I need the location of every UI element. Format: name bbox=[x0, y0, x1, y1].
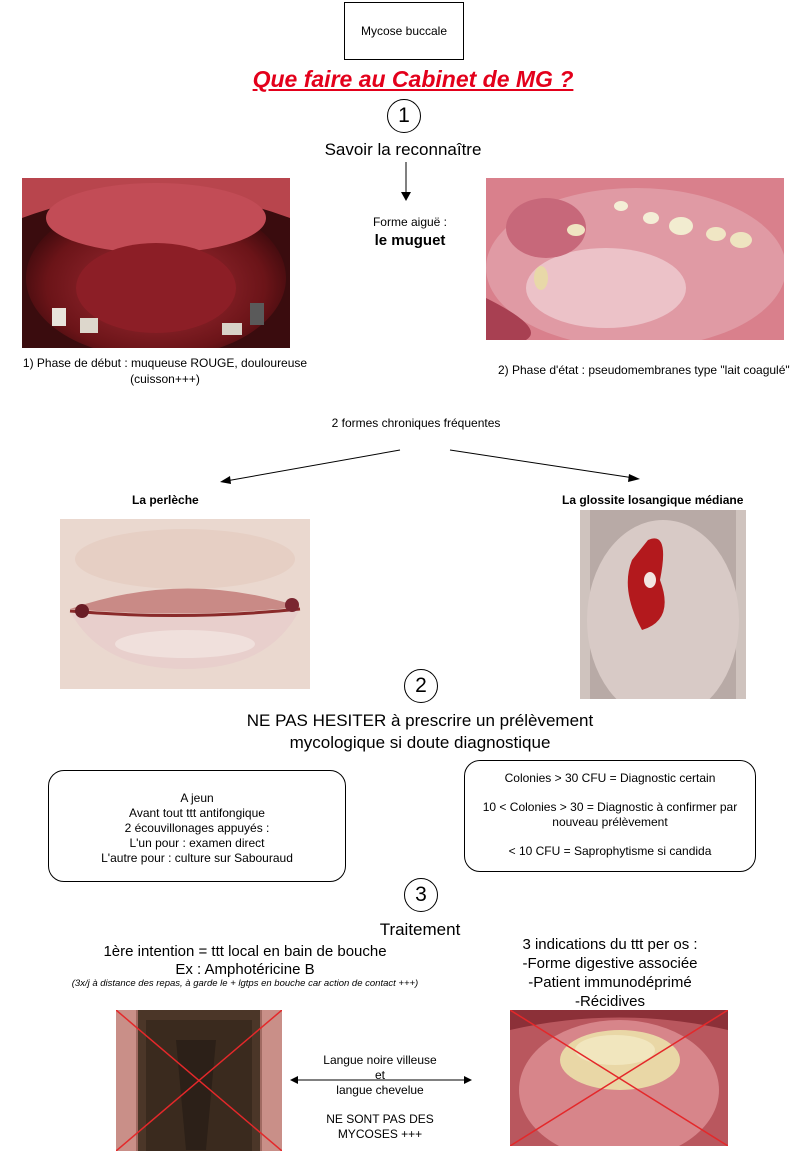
topic-box: Mycose buccale bbox=[344, 2, 464, 60]
not-mycosis-line: NE SONT PAS DES bbox=[326, 1112, 434, 1126]
double-arrow-icon bbox=[290, 1076, 472, 1084]
section2-line2: mycologique si doute diagnostique bbox=[289, 733, 551, 752]
sampling-box: A jeun Avant tout ttt antifongique 2 éco… bbox=[48, 770, 346, 882]
step-1-badge: 1 bbox=[387, 99, 421, 133]
topic-label: Mycose buccale bbox=[360, 24, 448, 38]
photo-phase-etat bbox=[486, 178, 784, 340]
photo-phase-debut bbox=[22, 178, 290, 348]
treatment-local-line1: 1ère intention = ttt local en bain de bo… bbox=[103, 943, 387, 960]
arrow-down-icon bbox=[401, 162, 411, 201]
sampling-line: 2 écouvillonages appuyés : bbox=[124, 821, 270, 835]
caption-phase-debut-line2: (cuisson+++) bbox=[130, 372, 200, 386]
photo-perleche bbox=[60, 519, 310, 689]
step-2-badge: 2 bbox=[404, 669, 438, 703]
not-mycosis-line: langue chevelue bbox=[336, 1083, 424, 1097]
photo-langue-chevelue bbox=[510, 1010, 728, 1146]
section3-heading: Traitement bbox=[379, 920, 461, 939]
sampling-line: A jeun bbox=[180, 791, 214, 805]
acute-form-label: Forme aiguë : bbox=[372, 215, 448, 229]
caption-phase-debut: 1) Phase de début : muqueuse ROUGE, doul… bbox=[20, 355, 310, 387]
caption-phase-debut-line1: 1) Phase de début : muqueuse ROUGE, doul… bbox=[22, 356, 308, 370]
treatment-local-line2: Ex : Amphotéricine B bbox=[175, 961, 315, 978]
sampling-line: L'un pour : examen direct bbox=[129, 836, 265, 850]
not-mycosis-line: et bbox=[374, 1068, 385, 1082]
result-saprophytisme: < 10 CFU = Saprophytisme si candida bbox=[508, 844, 712, 858]
result-confirm: 10 < Colonies > 30 = Diagnostic à confir… bbox=[482, 800, 738, 829]
per-os-title: 3 indications du ttt per os : bbox=[522, 936, 698, 953]
sampling-line: L'autre pour : culture sur Sabouraud bbox=[101, 851, 293, 865]
photo-glossite bbox=[580, 510, 746, 699]
chronic-arrows bbox=[220, 449, 640, 484]
per-os-item: -Récidives bbox=[574, 993, 646, 1010]
not-mycosis-line: MYCOSES +++ bbox=[337, 1127, 423, 1141]
not-mycosis-note: Langue noire villeuse et langue chevelue… bbox=[300, 1053, 460, 1142]
chronic-left-title: La perlèche bbox=[132, 493, 199, 507]
treatment-local-note: (3x/j à distance des repas, à garde le +… bbox=[71, 978, 419, 989]
photo-langue-noire bbox=[116, 1010, 282, 1151]
not-mycosis-line: Langue noire villeuse bbox=[323, 1053, 437, 1067]
per-os-indications: 3 indications du ttt per os : -Forme dig… bbox=[495, 935, 725, 1011]
chronic-right-title: La glossite losangique médiane bbox=[562, 493, 744, 507]
result-certain: Colonies > 30 CFU = Diagnostic certain bbox=[504, 771, 716, 785]
results-box: Colonies > 30 CFU = Diagnostic certain 1… bbox=[464, 760, 756, 872]
per-os-item: -Patient immunodéprimé bbox=[528, 974, 692, 991]
treatment-local: 1ère intention = ttt local en bain de bo… bbox=[60, 943, 430, 979]
section2-heading: NE PAS HESITER à prescrire un prélèvemen… bbox=[180, 710, 660, 754]
section2-line1: NE PAS HESITER à prescrire un prélèvemen… bbox=[246, 711, 594, 730]
sampling-line: Avant tout ttt antifongique bbox=[129, 806, 265, 820]
step-3-badge: 3 bbox=[404, 878, 438, 912]
chronic-intro: 2 formes chroniques fréquentes bbox=[331, 416, 501, 430]
acute-form-name: le muguet bbox=[374, 232, 446, 249]
caption-phase-etat: 2) Phase d'état : pseudomembranes type "… bbox=[498, 363, 790, 377]
section1-heading: Savoir la reconnaître bbox=[324, 140, 482, 159]
main-title: Que faire au Cabinet de MG ? bbox=[252, 66, 574, 92]
per-os-item: -Forme digestive associée bbox=[522, 955, 698, 972]
